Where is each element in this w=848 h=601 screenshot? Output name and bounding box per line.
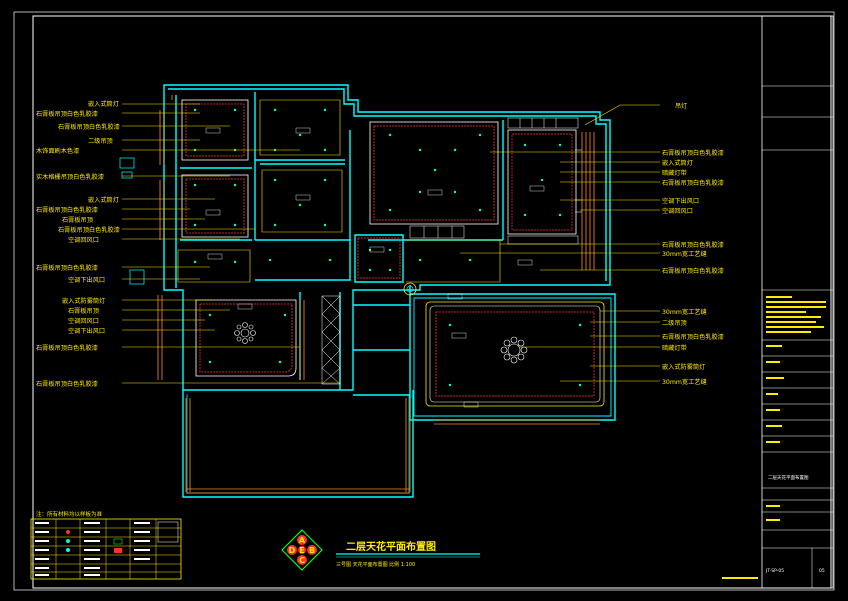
annotation-left: 石膏板吊顶 [68,307,99,315]
annotation-left: 木饰面刷木色漆 [36,147,79,155]
logo-letter: B [309,546,315,555]
annotation-right: 石膏板吊顶白色乳胶漆 [662,267,724,275]
annotation-right: 空调回风口 [662,207,693,215]
annotation-right: 石膏板吊顶白色乳胶漆 [662,179,724,187]
chandelier-icon [500,336,528,364]
title-block-page: 05 [819,568,825,574]
annotation-right: 空调下出风口 [662,197,699,205]
annotation-left: 石膏板吊顶白色乳胶漆 [36,206,98,214]
annotation-left: 空调回风口 [68,236,99,244]
title-block-drawing-name: 二层天花平面布置图 [768,474,809,481]
downlight-icons [193,108,582,387]
annotation-left: 石膏板吊顶 [62,216,93,224]
annotation-right: 暗藏灯带 [662,344,687,352]
annotation-left: 嵌入式筒灯 [88,196,119,204]
logo-letter: D [289,546,296,555]
annotation-left: 石膏板吊顶白色乳胶漆 [36,110,98,118]
orange-strips [157,95,600,494]
annotation-right: 30mm宽工艺缝 [662,250,707,258]
legend-title: 注：所有材料均以样板为准 [36,510,103,518]
compass-logo-icon: A B C D E [281,529,323,571]
edge-markers [119,157,145,285]
annotation-right: 30mm宽工艺缝 [662,378,707,386]
leader-lines [122,103,660,384]
annotation-left: 石膏板吊顶白色乳胶漆 [36,380,98,388]
annotation-left: 嵌入式筒灯 [88,100,119,108]
annotation-left: 二级吊顶 [88,137,113,145]
walls [163,84,616,498]
annotation-right: 吊灯 [675,102,687,110]
logo-letter: E [299,546,304,555]
sheet-border [13,11,835,591]
annotation-left: 空调回风口 [68,317,99,325]
annotation-right: 石膏板吊顶白色乳胶漆 [662,241,724,249]
annotation-right: 30mm宽工艺缝 [662,308,707,316]
annotation-left: 石膏板吊顶白色乳胶漆 [58,226,120,234]
chandelier-icon [234,322,256,344]
ceiling-outlines [177,99,605,407]
annotation-left: 实木格栅吊顶白色乳胶漆 [36,173,104,181]
annotation-left: 石膏板吊顶白色乳胶漆 [36,344,98,352]
drawing-title: 二层天花平面布置图 [346,540,436,553]
round-column-icon [403,282,417,296]
annotation-right: 石膏板吊顶白色乳胶漆 [662,149,724,157]
annotation-left: 嵌入式防雾筒灯 [62,297,105,305]
annotation-left: 石膏板吊顶白色乳胶漆 [36,264,98,272]
title-block: 二层天花平面布置图 JT-SP-05 05 [761,15,834,589]
annotation-right: 嵌入式防雾筒灯 [662,363,705,371]
drawing-scale-line: 三号图 天花平面布置图 比例 1:100 [336,561,415,568]
logo-letter: C [299,556,305,565]
annotations-left: 嵌入式筒灯 石膏板吊顶白色乳胶漆 石膏板吊顶白色乳胶漆 二级吊顶 木饰面刷木色漆… [36,100,120,388]
annotation-right: 二级吊顶 [662,319,687,327]
legend-table: 注：所有材料均以样板为准 [30,510,182,580]
drawing-frame [32,15,832,589]
annotations-right: 吊灯 石膏板吊顶白色乳胶漆 嵌入式筒灯 暗藏灯带 石膏板吊顶白色乳胶漆 空调下出… [662,102,724,386]
annotation-right: 嵌入式筒灯 [662,159,693,167]
cabinets [321,117,582,385]
annotation-left: 空调下出风口 [68,276,105,284]
title-block-sheet-no: JT-SP-05 [765,568,784,574]
annotation-left: 空调下出风口 [68,327,105,335]
annotation-left: 石膏板吊顶白色乳胶漆 [58,123,120,131]
logo-letter: A [299,536,306,545]
annotation-right: 暗藏灯带 [662,169,687,177]
room-tags [205,127,545,408]
annotation-right: 石膏板吊顶白色乳胶漆 [662,333,724,341]
